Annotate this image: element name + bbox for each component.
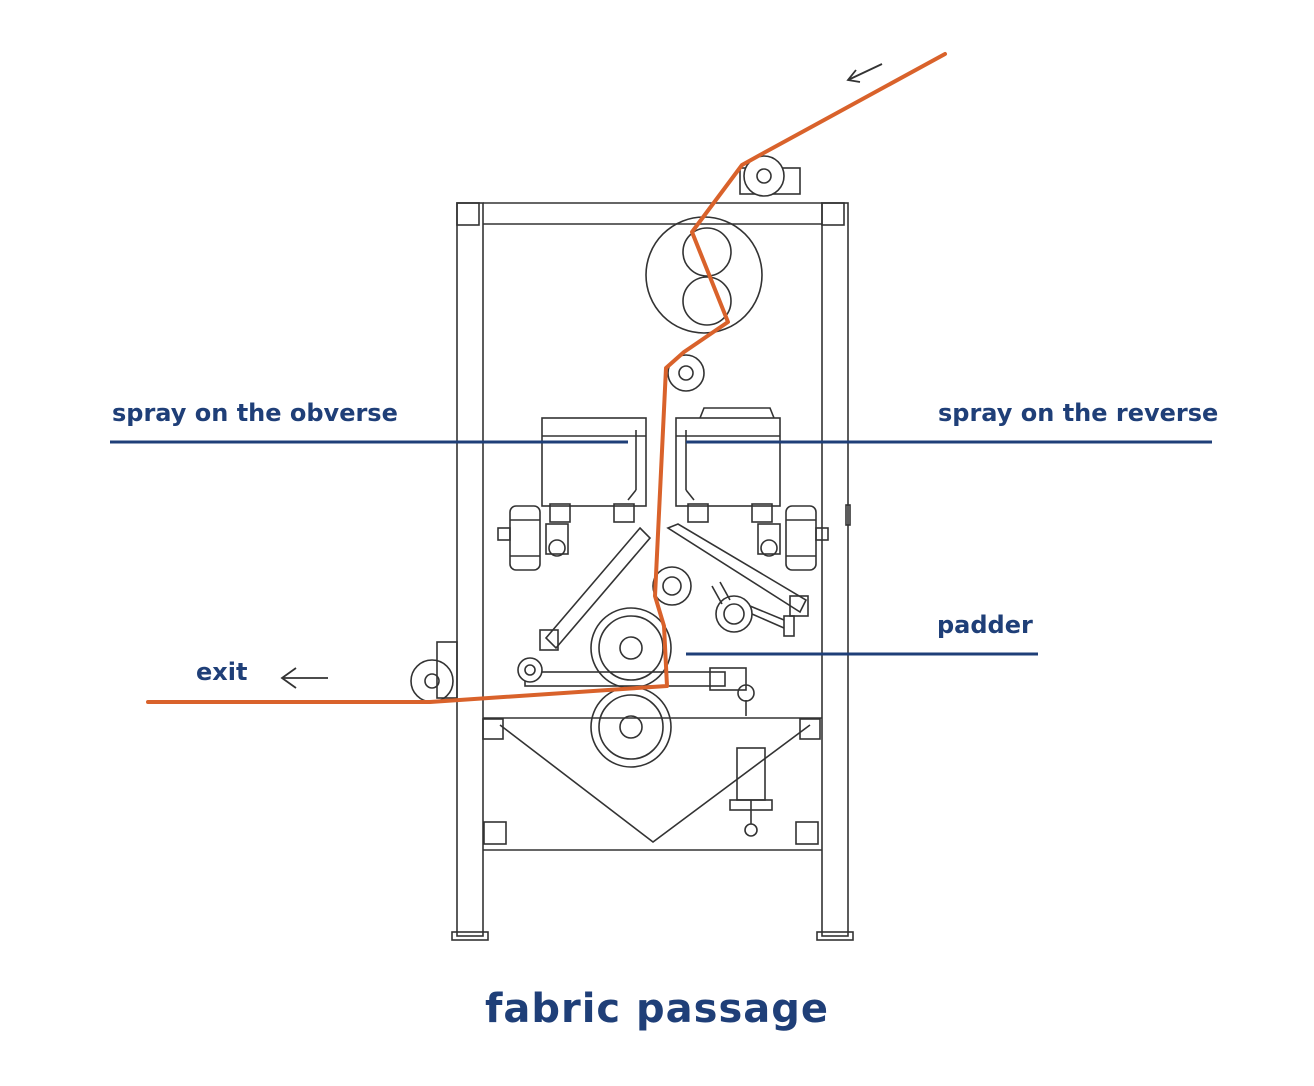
- entry-roller: [739, 155, 801, 197]
- arrow-left-icon: [280, 667, 328, 689]
- drip-trays: [539, 523, 809, 651]
- guide-roller: [667, 354, 705, 392]
- exit-roller: [410, 659, 454, 703]
- spray-box-obverse: [541, 417, 647, 523]
- label-padder: padder: [937, 611, 1033, 639]
- pneumatic-cylinder: [729, 747, 773, 837]
- fabric-path: [146, 52, 947, 704]
- label-spray-obverse: spray on the obverse: [112, 399, 398, 427]
- left-pump-assembly: [497, 505, 569, 571]
- leader-lines: [110, 440, 1212, 656]
- arrow-left-icon: [846, 63, 883, 83]
- label-exit: exit: [196, 658, 248, 686]
- machine-frame: [436, 202, 854, 941]
- label-spray-reverse: spray on the reverse: [938, 399, 1219, 427]
- valve-assembly: [711, 581, 795, 637]
- idler-roller: [652, 566, 692, 606]
- spray-box-reverse: [675, 407, 781, 523]
- feed-roller-unit: [645, 216, 763, 334]
- right-pump-assembly: [757, 505, 829, 571]
- diagram-caption: fabric passage: [484, 986, 830, 1032]
